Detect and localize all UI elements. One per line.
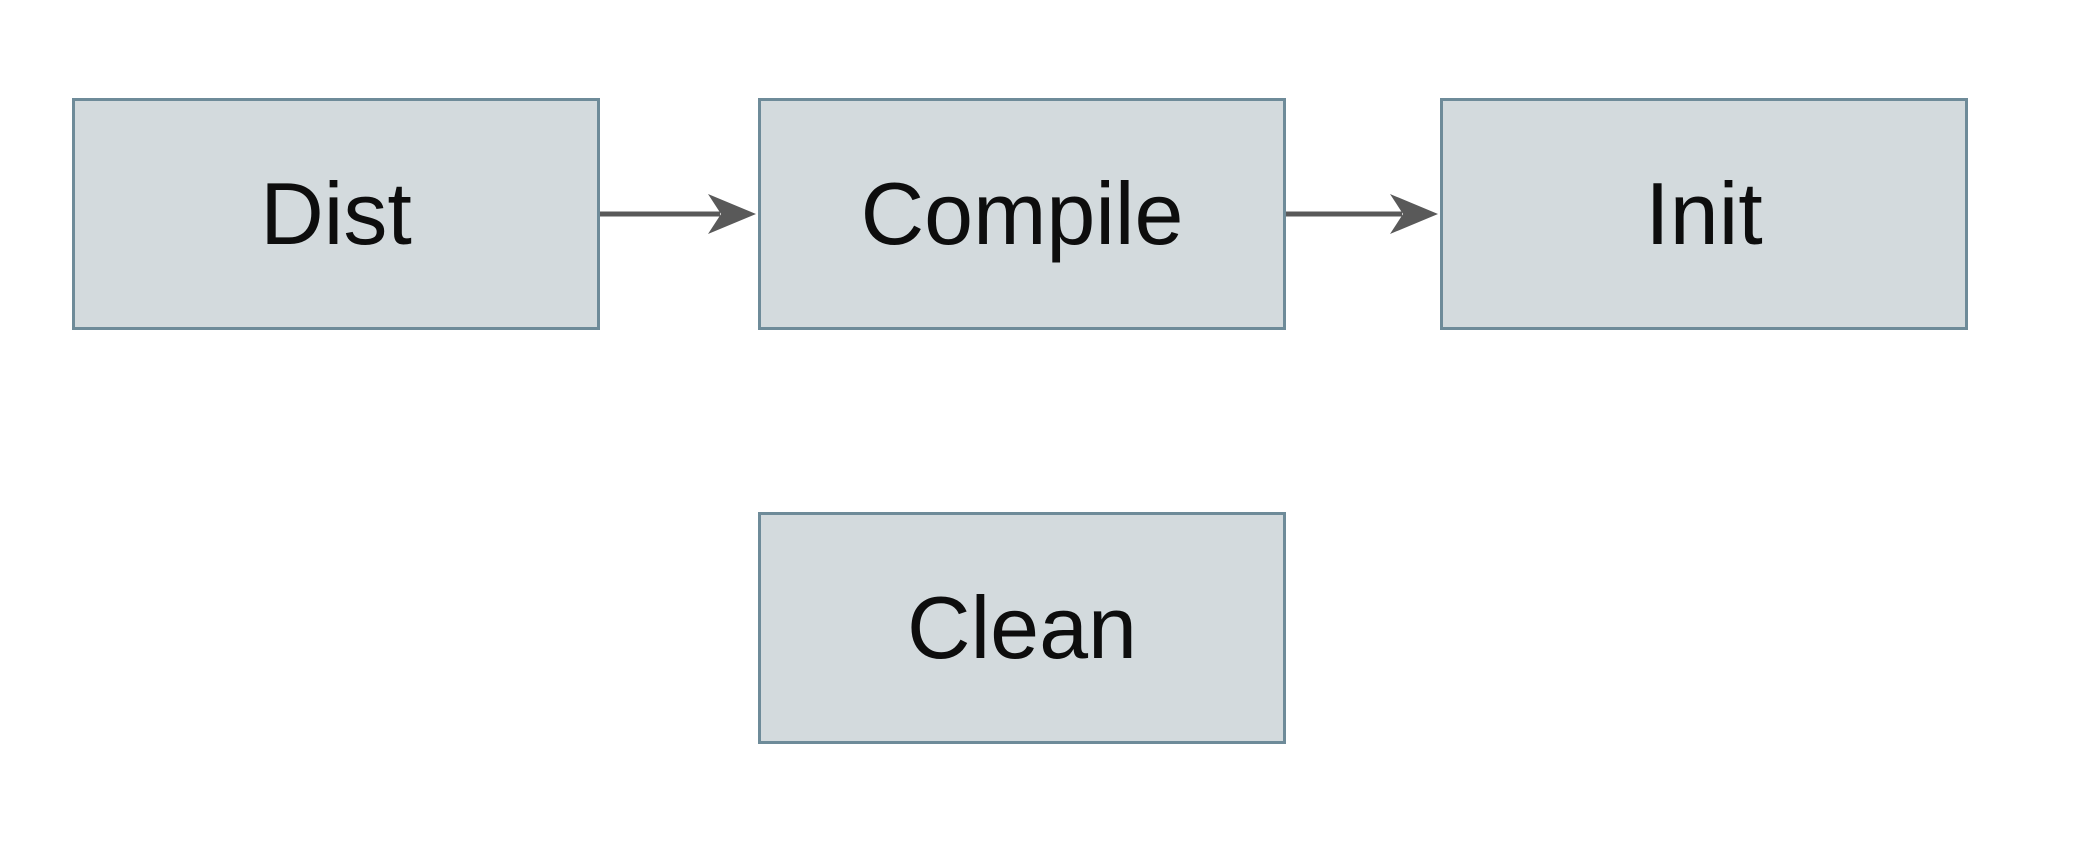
arrow-compile-to-init: [1286, 188, 1440, 240]
node-dist: Dist: [72, 98, 600, 330]
node-clean: Clean: [758, 512, 1286, 744]
node-dist-label: Dist: [260, 164, 412, 263]
node-init-label: Init: [1645, 164, 1763, 263]
right-arrow-icon: [1286, 194, 1438, 234]
node-compile-label: Compile: [860, 164, 1184, 263]
arrow-dist-to-compile: [600, 188, 758, 240]
node-clean-label: Clean: [907, 578, 1137, 677]
node-compile: Compile: [758, 98, 1286, 330]
right-arrow-icon: [600, 194, 756, 234]
node-init: Init: [1440, 98, 1968, 330]
